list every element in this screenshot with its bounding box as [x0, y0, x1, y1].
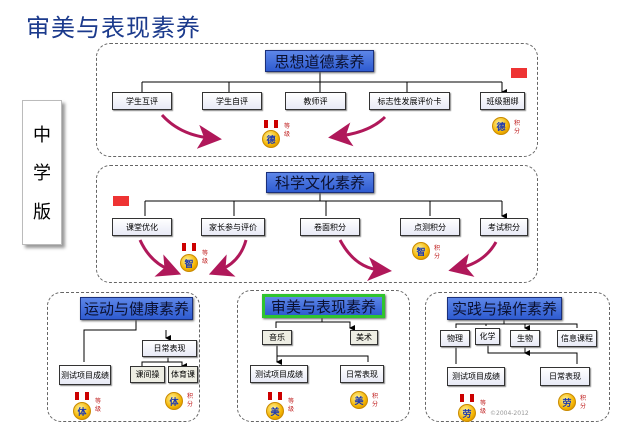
points-medal-icon: 劳 — [558, 393, 576, 411]
moral-item: 班级捆绑 — [480, 92, 525, 110]
points-label: 积分 — [514, 120, 521, 135]
grade-medal-icon: 德 — [262, 130, 280, 148]
sport-sub: 课间操 — [130, 366, 165, 383]
practice-test: 测试项目成绩 — [447, 367, 505, 386]
practice-item: 物理 — [440, 330, 470, 347]
art-test: 测试项目成绩 — [250, 365, 308, 383]
grade-label: 等级 — [95, 398, 102, 413]
science-item: 点测积分 — [400, 218, 460, 236]
ribbon-icon — [264, 120, 278, 128]
moral-item: 学生自评 — [202, 92, 262, 110]
red-flag-icon — [113, 196, 129, 206]
ribbon-icon — [268, 392, 282, 400]
art-header: 审美与表现素养 — [262, 294, 385, 318]
grade-medal-icon: 美 — [266, 402, 284, 420]
points-label: 积分 — [372, 393, 379, 408]
red-flag-icon — [511, 68, 527, 78]
points-medal-icon: 德 — [492, 117, 510, 135]
practice-item: 信息课程 — [557, 330, 597, 347]
grade-medal-icon: 智 — [180, 254, 198, 272]
ribbon-icon — [75, 392, 89, 400]
points-medal-icon: 智 — [412, 242, 430, 260]
practice-header: 实践与操作素养 — [447, 297, 562, 320]
moral-item: 标志性发展评价卡 — [369, 92, 450, 110]
side-char: 中 — [33, 125, 51, 147]
art-item: 美术 — [350, 330, 378, 345]
sport-daily: 日常表现 — [142, 340, 197, 357]
edition-card: 中 学 版 — [22, 100, 62, 245]
sport-test: 测试项目成绩 — [59, 365, 111, 385]
science-item: 家长参与评价 — [201, 218, 265, 236]
sport-header: 运动与健康素养 — [80, 297, 193, 320]
points-medal-icon: 体 — [165, 392, 183, 410]
art-daily: 日常表现 — [340, 365, 384, 383]
side-char: 版 — [33, 201, 51, 223]
science-item: 课堂优化 — [112, 218, 172, 236]
ribbon-icon — [460, 394, 474, 402]
points-label: 积分 — [434, 245, 441, 260]
moral-item: 教师评 — [285, 92, 346, 110]
points-label: 积分 — [580, 395, 587, 410]
grade-label: 等级 — [202, 250, 209, 265]
page-title: 审美与表现素养 — [26, 14, 201, 42]
grade-medal-icon: 劳 — [458, 404, 476, 422]
moral-item: 学生互评 — [112, 92, 172, 110]
side-char: 学 — [33, 163, 51, 185]
sport-sub: 体育课 — [168, 366, 198, 383]
science-item: 卷面积分 — [300, 218, 360, 236]
grade-medal-icon: 体 — [73, 402, 91, 420]
grade-label: 等级 — [288, 398, 295, 413]
science-header: 科学文化素养 — [266, 172, 374, 193]
science-item: 考试积分 — [480, 218, 528, 236]
art-item: 音乐 — [262, 330, 292, 345]
points-label: 积分 — [187, 393, 194, 408]
practice-daily: 日常表现 — [540, 367, 590, 386]
ribbon-icon — [182, 243, 196, 251]
points-medal-icon: 美 — [350, 391, 368, 409]
practice-item: 化学 — [475, 328, 500, 345]
practice-item: 生物 — [510, 330, 540, 347]
grade-label: 等级 — [480, 400, 487, 415]
watermark: ©2004-2012 — [490, 410, 529, 417]
moral-header: 思想道德素养 — [265, 50, 374, 72]
grade-label: 等级 — [284, 123, 291, 138]
